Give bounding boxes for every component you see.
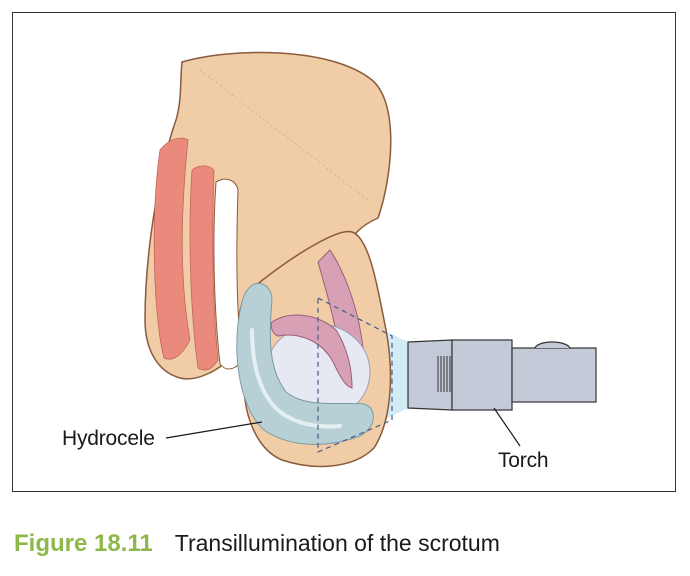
- shaft-midline: [199, 69, 369, 201]
- figure-caption-text: Transillumination of the scrotum: [174, 530, 500, 556]
- epididymis: [270, 314, 353, 389]
- torch-label: Torch: [498, 449, 549, 472]
- figure-number: Figure 18.11: [14, 530, 153, 557]
- corpus-stripe: [189, 165, 219, 371]
- hydrocele-leader-line: [165, 421, 263, 439]
- corpus-stripe: [153, 137, 191, 360]
- hydrocele-highlight: [250, 328, 342, 429]
- figure-caption: Figure 18.11 Transillumination of the scr…: [14, 530, 500, 558]
- torch-leader-line: [493, 407, 521, 447]
- hydrocele-label: Hydrocele: [62, 427, 155, 450]
- light-path-outline: [317, 297, 393, 453]
- torch-icon: [407, 339, 597, 411]
